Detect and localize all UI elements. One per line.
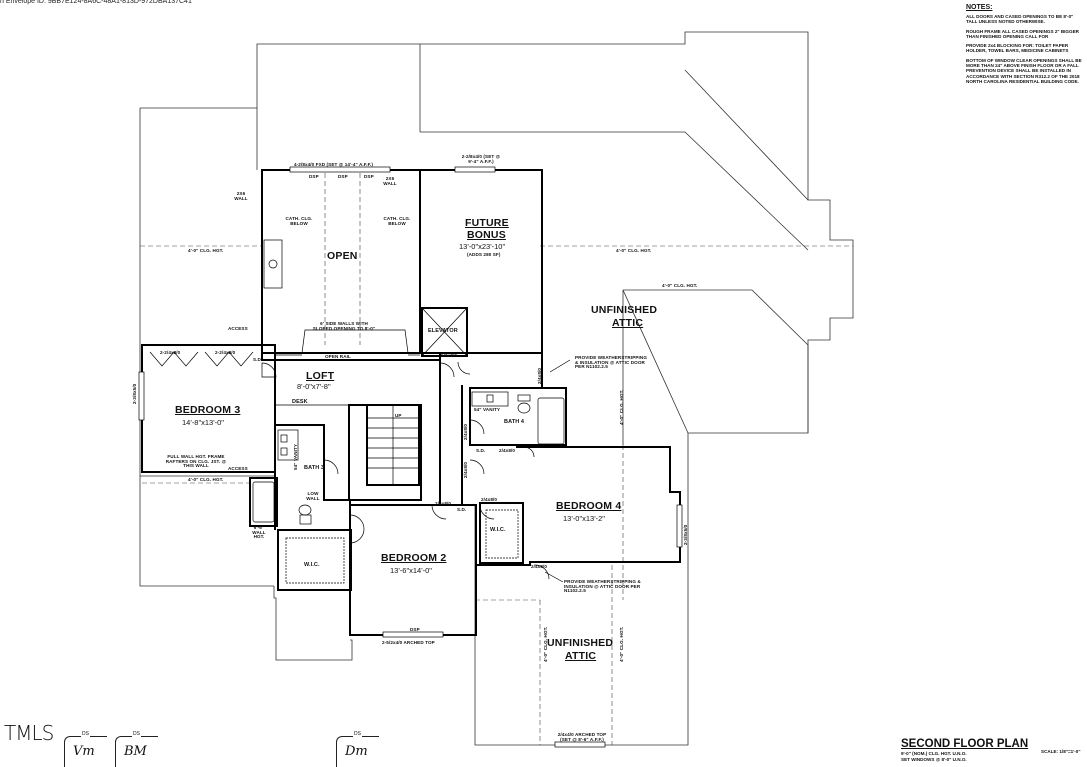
- door-size-label: 2/4x8/0: [531, 564, 548, 569]
- attic-upper-label-2: ATTIC: [612, 317, 644, 329]
- ds-tag: DS: [81, 731, 90, 737]
- bedroom2-label: BEDROOM 2: [381, 552, 447, 564]
- ceiling-height-label: 4'-0" CLG. HGT.: [662, 283, 698, 288]
- initials-box: DS BM: [115, 731, 158, 767]
- window-bonus-note: 2-2/8x4/0 (SET @ 9'-4" A.F.F.): [461, 154, 501, 164]
- dsp-label: DSP: [364, 174, 374, 179]
- sheet-subtitle: 9'-0" (NOM.) CLG. HGT. U.N.O. SET WINDOW…: [901, 751, 967, 763]
- low-wall-label: LOW WALL: [306, 491, 320, 501]
- notes-block: NOTES: ALL DOORS AND CASED OPENINGS TO B…: [966, 4, 1084, 88]
- bath4-label: BATH 4: [504, 419, 525, 425]
- door-size-label: 2/4x8/0: [463, 461, 468, 478]
- cath-clg-left: CATH. CLG. BELOW: [285, 216, 313, 226]
- window-attic-note: 2/4x4/0 ARCHED TOP (SET @ 8'-6" A.F.F.): [557, 732, 607, 742]
- door-size-label: 2/4x8/0: [463, 423, 468, 440]
- weatherstrip-note: PROVIDE WEATHERSTRIPPING & INSULATION @ …: [575, 355, 647, 370]
- smoke-detector-label: S.D.: [476, 448, 486, 453]
- smoke-detector-label: S.D.: [253, 357, 263, 362]
- ceiling-height-label: 4'-0" CLG. HGT.: [619, 626, 624, 662]
- dsp-label: DSP: [309, 174, 319, 179]
- initials: Dm: [345, 744, 368, 759]
- ceiling-height-label: 4'-0" CLG. HGT.: [619, 389, 624, 425]
- door-size-label: 2-2/4x8/0: [215, 350, 236, 355]
- attic-lower-label-2: ATTIC: [565, 650, 597, 662]
- elevator-label: ELEVATOR: [428, 328, 458, 334]
- note-item: BOTTOM OF WINDOW CLEAR OPENINGS SHALL BE…: [966, 57, 1082, 84]
- ceiling-height-label: 4'-0" CLG. HGT.: [188, 477, 224, 482]
- initials: Vm: [73, 744, 95, 759]
- side-walls-note: 6' SIDE WALLS WITH SLOPED OPENING TO 8'-…: [312, 321, 376, 331]
- bedroom2-size: 13'-6"x14'-0": [390, 566, 432, 575]
- window-bed2-note: 2-5/2x4/0 ARCHED TOP: [382, 640, 435, 645]
- smoke-detector-label: S.D.: [457, 507, 467, 512]
- door-size-label: 2/4x8/0: [499, 448, 516, 453]
- ds-tag: DS: [132, 731, 141, 737]
- roof-outline: [139, 31, 854, 746]
- initials: BM: [124, 744, 147, 759]
- future-bonus-label-1: FUTURE: [465, 217, 509, 229]
- wall-2x6-left: 2X6 WALL: [234, 191, 248, 201]
- dsp-label: DSP: [410, 627, 420, 632]
- dsp-label: DSP: [338, 174, 348, 179]
- fixtures: [138, 166, 683, 748]
- note-item: PROVIDE 2x4 BLOCKING FOR: TOILET PAPER H…: [966, 43, 1069, 54]
- desk-label: DESK: [292, 399, 308, 405]
- initials-box: DS Dm: [336, 731, 379, 767]
- wic-label: W.I.C.: [490, 527, 506, 533]
- door-size-label: 2/6x8/0: [435, 501, 452, 506]
- door-size-label: 2-2/4x8/0: [160, 350, 181, 355]
- access-label: ACCESS: [228, 326, 248, 331]
- sheet-note: 9'-0" (NOM.) CLG. HGT. U.N.O.: [901, 751, 967, 756]
- wall-height-label: 6'-6" WALL HGT.: [252, 525, 266, 540]
- mls-logo: TMLS: [4, 721, 54, 745]
- weatherstrip-note: PROVIDE WEATHERSTRIPPING & INSULATION @ …: [564, 579, 641, 594]
- bedroom3-label: BEDROOM 3: [175, 404, 241, 416]
- door-size-label: 5/0x8/0: [441, 353, 458, 358]
- vanity-label: 54" VANITY: [293, 443, 298, 470]
- full-wall-note: FULL WALL HGT. FRAME RAFTERS ON CLG. JST…: [165, 454, 227, 469]
- bedroom4-label: BEDROOM 4: [556, 500, 622, 512]
- wic-label: W.I.C.: [304, 562, 320, 568]
- future-bonus-note: (ADDS 280 SF): [467, 252, 501, 257]
- door-size-label: 2/4x8/0: [537, 367, 542, 384]
- future-bonus-label-2: BONUS: [467, 229, 506, 241]
- door-size-label: 2/4x8/0: [481, 497, 498, 502]
- attic-lower-label-1: UNFINISHED: [547, 637, 614, 649]
- sheet-note: SET WINDOWS @ 8'-0" U.N.O.: [901, 756, 967, 762]
- sheet-title: SECOND FLOOR PLAN: [901, 738, 1029, 750]
- ds-tag: DS: [353, 731, 362, 737]
- bath3-label: BATH 3: [304, 465, 325, 471]
- open-rail-label: OPEN RAIL: [325, 354, 351, 359]
- envelope-id: n Envelope ID: 9BB7E124-8A6C-48A1-813D-9…: [0, 0, 192, 5]
- wall-2x6-right: 2X6 WALL: [383, 176, 397, 186]
- attic-upper-label-1: UNFINISHED: [591, 304, 658, 316]
- ceiling-height-label: 4'-0" CLG. HGT.: [616, 248, 652, 253]
- ceiling-height-label: 4'-0" CLG. HGT.: [188, 248, 224, 253]
- window-top-note: 4-2/8x4/0 FXD (SET @ 14'-4" A.F.F.): [294, 162, 373, 167]
- sheet-scale: SCALE: 1/8"=1'-0": [1041, 749, 1081, 754]
- access-label: ACCESS: [228, 466, 248, 471]
- window-size-label: 2-3/8x5/0: [683, 524, 688, 545]
- future-bonus-size: 13'-0"x23'-10": [459, 242, 506, 251]
- loft-label: LOFT: [306, 370, 335, 382]
- stair-up-label: UP: [395, 413, 402, 418]
- cath-clg-right: CATH. CLG. BELOW: [383, 216, 411, 226]
- ceiling-height-lines: [140, 173, 853, 745]
- window-size-label: 2-3/8x5/0: [132, 383, 137, 404]
- ceiling-height-label: 4'-0" CLG. HGT.: [543, 626, 548, 662]
- vanity-label: 54" VANITY: [474, 407, 501, 412]
- note-item: ROUGH FRAME ALL CASED OPENINGS 2" BIGGER…: [966, 28, 1079, 39]
- walls: [141, 169, 681, 636]
- open-label: OPEN: [327, 250, 358, 262]
- bedroom3-size: 14'-8"x13'-0": [182, 418, 224, 427]
- loft-size: 8'-0"x7'-8": [297, 382, 331, 391]
- notes-heading: NOTES:: [966, 4, 993, 11]
- initials-box: DS Vm: [64, 731, 107, 767]
- note-item: ALL DOORS AND CASED OPENINGS TO BE 8'-0"…: [966, 14, 1074, 25]
- bedroom4-size: 13'-0"x13'-2": [563, 514, 605, 523]
